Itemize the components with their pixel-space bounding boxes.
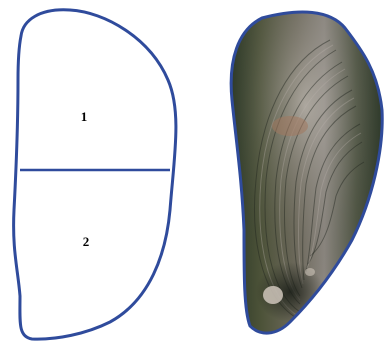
region-1-label: 1	[81, 109, 88, 124]
region-2-label: 2	[83, 234, 90, 249]
mussel-shell-photo	[225, 5, 384, 340]
shell-outline-diagram: 1 2	[14, 10, 176, 339]
shell-outline	[14, 10, 176, 339]
worn-patch	[263, 286, 283, 304]
rust-patch	[272, 116, 308, 136]
worn-patch-small	[305, 268, 315, 276]
